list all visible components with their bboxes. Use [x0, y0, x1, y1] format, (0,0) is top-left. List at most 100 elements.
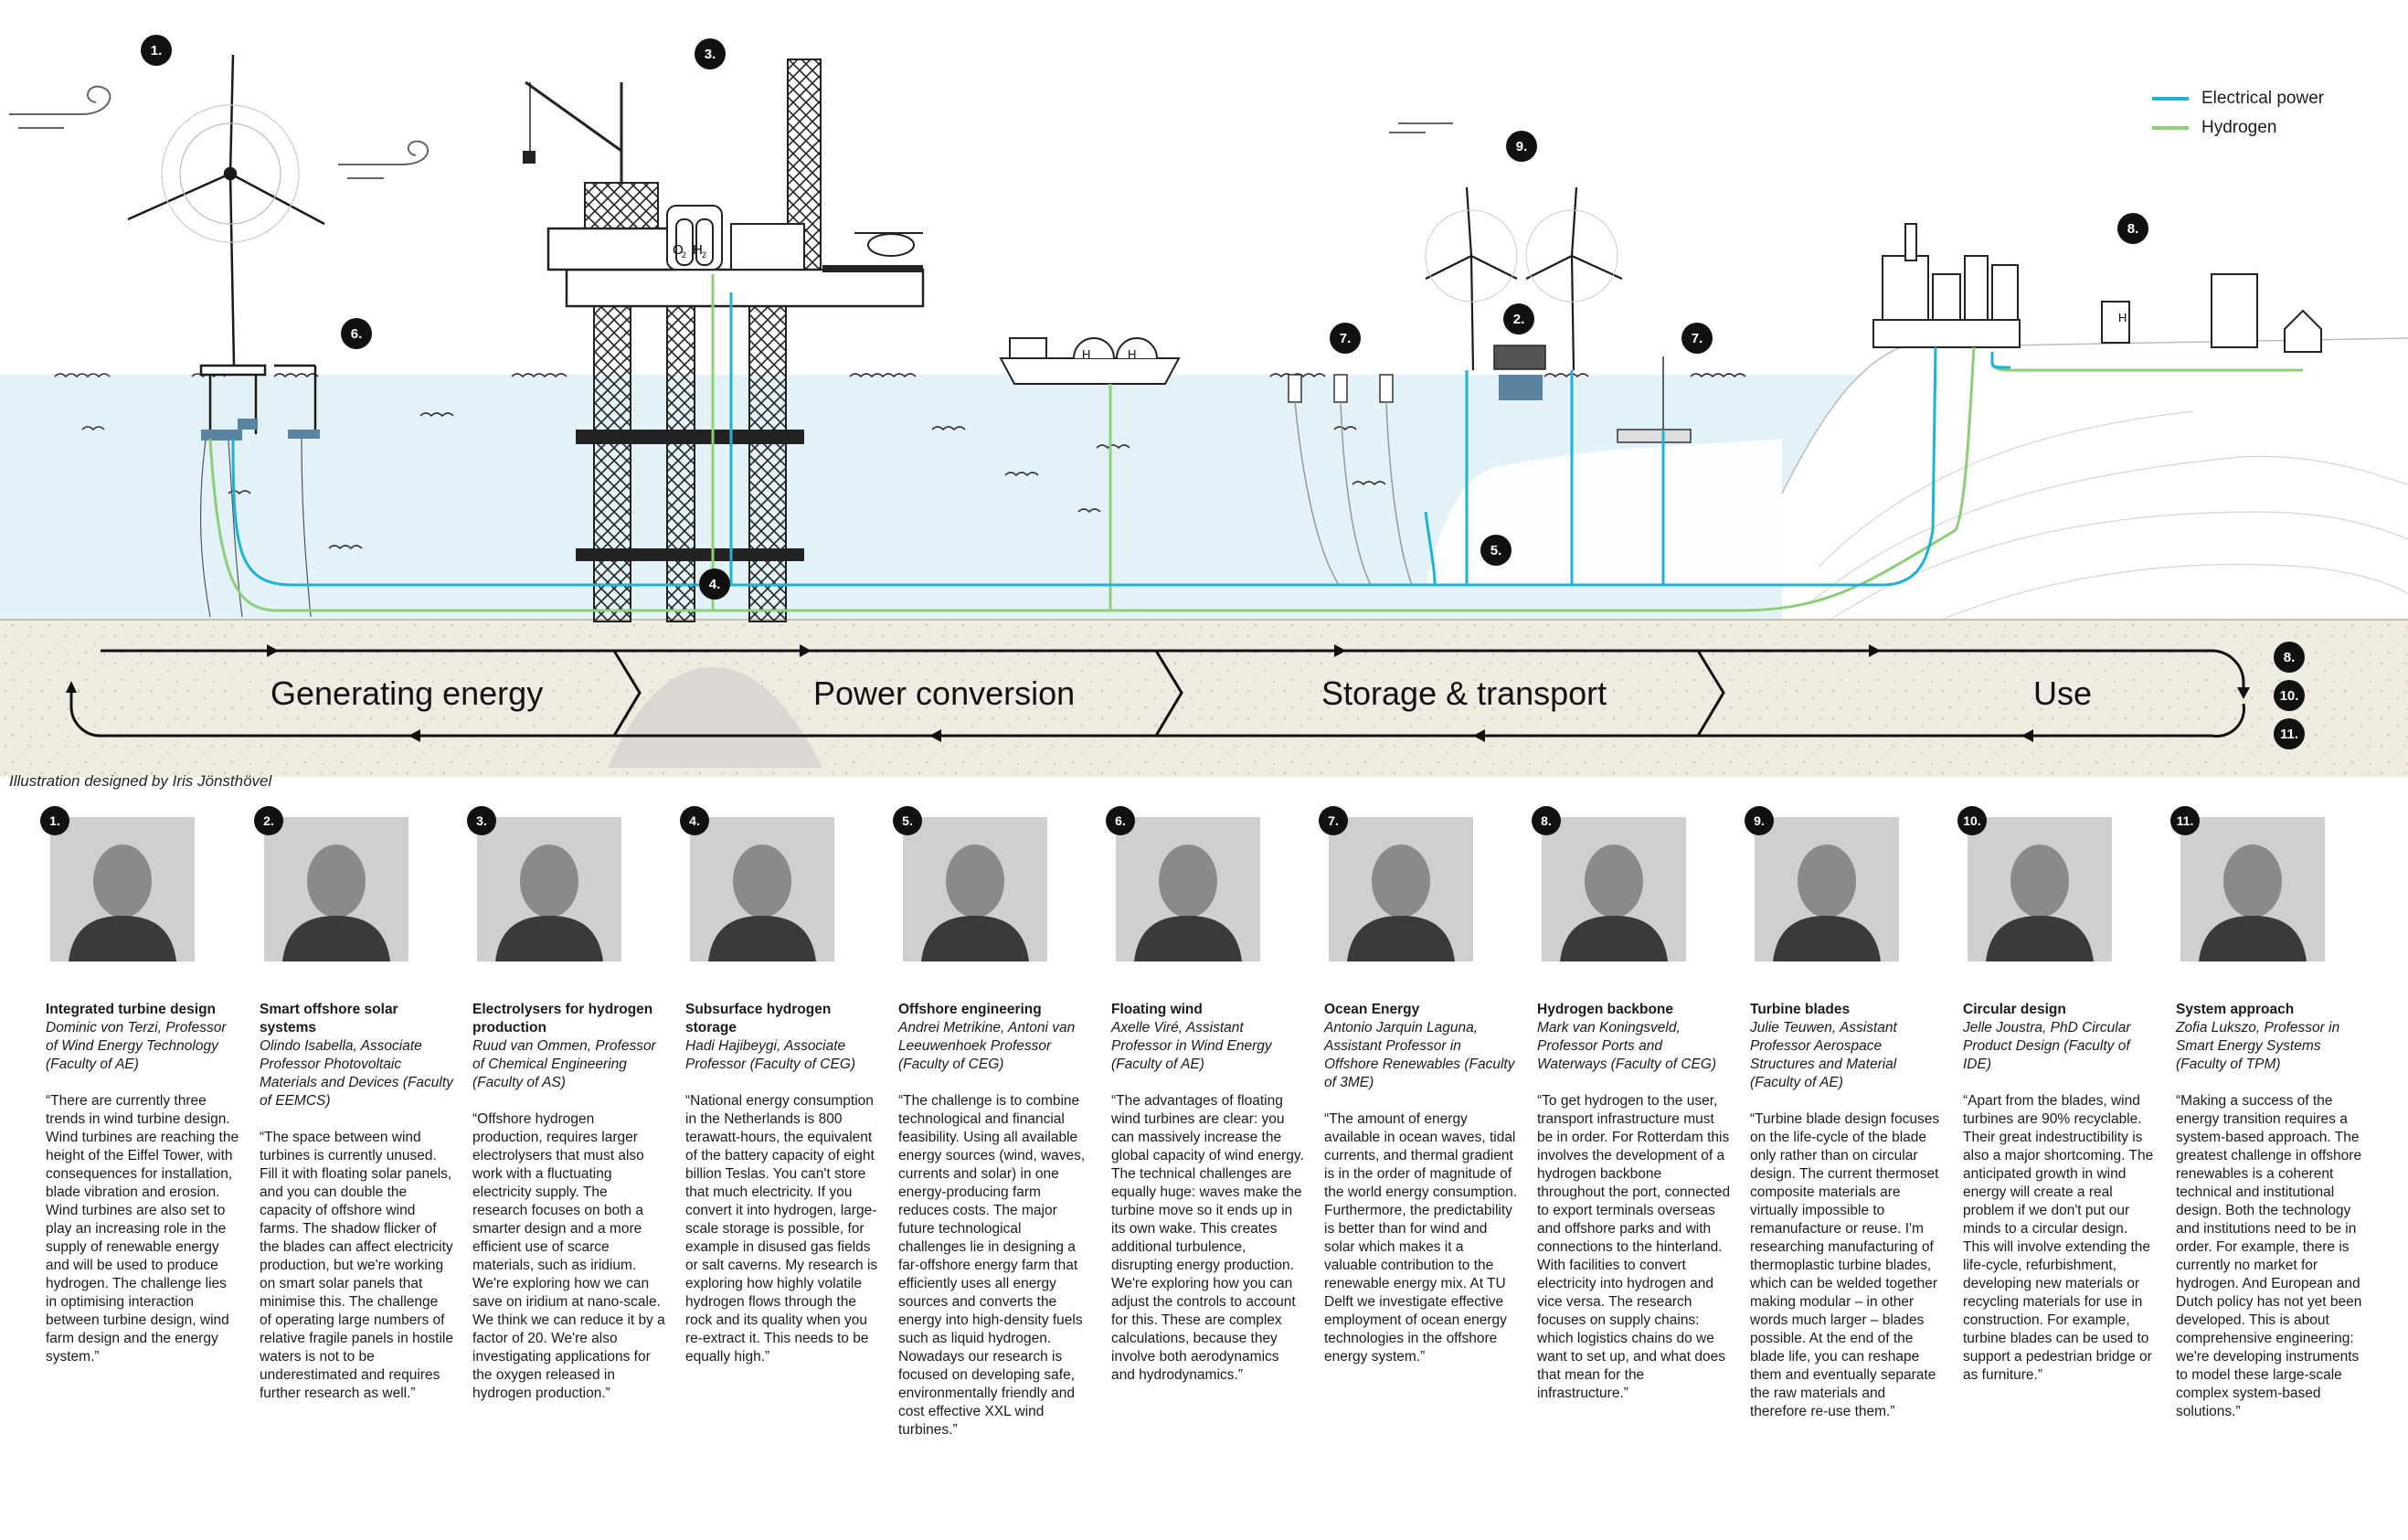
- researcher-number: 11.: [2170, 806, 2200, 835]
- researcher-number: 5.: [893, 806, 922, 835]
- researcher-quote: “The space between wind turbines is curr…: [260, 1130, 453, 1401]
- researcher-quote: “Turbine blade design focuses on the lif…: [1750, 1111, 1940, 1419]
- electrical-power-cable: [231, 292, 2011, 587]
- researcher-quote: “There are currently three trends in win…: [46, 1093, 239, 1365]
- marker-badge: 8.: [2117, 213, 2148, 244]
- researcher-number: 9.: [1745, 806, 1774, 835]
- researcher-number: 8.: [1532, 806, 1561, 835]
- researcher-quote: “Making a success of the energy transiti…: [2176, 1093, 2362, 1419]
- researcher-quote: “Apart from the blades, wind turbines ar…: [1963, 1093, 2154, 1383]
- marker-badge: 2.: [1503, 303, 1534, 335]
- research-topic: System approach: [2176, 1002, 2295, 1017]
- wind-turbine-icon: [127, 54, 325, 434]
- seabed-ground: [0, 620, 2408, 777]
- research-topic: Offshore engineering: [898, 1002, 1042, 1017]
- wind-turbine-icon: [1425, 186, 1623, 371]
- marker-badge: 1.: [141, 35, 172, 66]
- researcher-name: Axelle Viré, Assistant Professor in Wind…: [1111, 1020, 1272, 1072]
- marker-badge: 3.: [695, 38, 726, 69]
- researcher-number: 6.: [1106, 806, 1135, 835]
- process-loop: [69, 649, 2245, 738]
- legend: Electrical power Hydrogen: [2152, 84, 2324, 143]
- researcher-number: 4.: [680, 806, 709, 835]
- hydrogen-line-swatch: [2152, 126, 2189, 130]
- coastal-land: [1782, 338, 2408, 621]
- floating-foundation-icon: [201, 419, 320, 441]
- researcher-name: Olindo Isabella, Associate Professor Pho…: [260, 1038, 453, 1109]
- marker-badge: 9.: [1506, 131, 1537, 162]
- researcher-name: Ruud van Ommen, Professor of Chemical En…: [472, 1038, 656, 1090]
- pump-h2-label: H: [2118, 311, 2127, 324]
- legend-item-hydrogen: Hydrogen: [2152, 113, 2324, 143]
- svg-text:2: 2: [682, 250, 686, 260]
- offshore-platform-icon: [523, 58, 925, 622]
- portrait-photo: [1755, 817, 1899, 961]
- researcher-number: 1.: [40, 806, 69, 835]
- research-topic: Ocean Energy: [1324, 1002, 1420, 1017]
- energy-system-illustration: O 2 H 2 H H: [0, 54, 2408, 777]
- researcher-quote: “The amount of energy available in ocean…: [1324, 1111, 1518, 1365]
- research-topic: Smart offshore solar systems: [260, 1002, 398, 1036]
- portrait-photo: [1968, 817, 2112, 961]
- legend-label: Electrical power: [2201, 89, 2325, 108]
- researcher-name: Dominic von Terzi, Professor of Wind Ene…: [46, 1020, 227, 1072]
- hydrogen-tanker-ship-icon: [999, 337, 1181, 385]
- portrait-photo: [903, 817, 1047, 961]
- marker-badge: 7.: [1681, 323, 1713, 354]
- side-number-badge: 8.: [2274, 642, 2305, 673]
- researcher-name: Julie Teuwen, Assistant Professor Aerosp…: [1750, 1020, 1897, 1090]
- side-number-badge: 10.: [2274, 680, 2305, 711]
- portrait-photo: [1116, 817, 1260, 961]
- floating-solar-panel-icon: [1493, 345, 1546, 400]
- ocean-energy-device-icon: [1288, 356, 1692, 586]
- legend-label: Hydrogen: [2201, 118, 2277, 137]
- researcher-number: 2.: [254, 806, 283, 835]
- researcher-quote: “National energy consumption in the Neth…: [685, 1093, 878, 1365]
- researcher-quote: “Offshore hydrogen production, requires …: [472, 1111, 665, 1401]
- wind-swirl-icon: [9, 85, 1453, 179]
- marker-badge: 4.: [699, 568, 730, 600]
- researcher-name: Mark van Koningsveld, Professor Ports an…: [1537, 1020, 1717, 1072]
- researcher-name: Andrei Metrikine, Antoni van Leeuwenhoek…: [898, 1020, 1076, 1072]
- portrait-photo: [1329, 817, 1473, 961]
- research-topic: Integrated turbine design: [46, 1002, 217, 1017]
- portrait-photo: [50, 817, 195, 961]
- researcher-name: Antonio Jarquin Laguna, Assistant Profes…: [1324, 1020, 1515, 1090]
- illustration-credit: Illustration designed by Iris Jönsthövel: [9, 772, 272, 790]
- portrait-photo: [1542, 817, 1686, 961]
- marker-badge: 5.: [1480, 535, 1512, 566]
- legend-item-electrical: Electrical power: [2152, 84, 2324, 113]
- portrait-photo: [2180, 817, 2325, 961]
- h2-label: H: [693, 242, 703, 258]
- tank-h2-label: H: [1082, 347, 1090, 361]
- stage-label-conversion: Power conversion: [813, 674, 1076, 712]
- marker-badge: 7.: [1330, 323, 1361, 354]
- side-number-badge: 11.: [2274, 718, 2305, 749]
- researcher-quote: “The challenge is to combine technologic…: [898, 1093, 1086, 1438]
- industrial-port-icon: [1872, 223, 2322, 353]
- salt-cavern: [608, 667, 822, 768]
- researcher-quote: “The advantages of floating wind turbine…: [1111, 1093, 1304, 1383]
- researcher-quote: “To get hydrogen to the user, transport …: [1537, 1093, 1731, 1401]
- researcher-name: Hadi Hajibeygi, Associate Professor (Fac…: [685, 1038, 856, 1072]
- research-topic: Electrolysers for hydrogen production: [472, 1002, 653, 1036]
- research-topic: Subsurface hydrogen storage: [685, 1002, 832, 1036]
- researcher-name: Jelle Joustra, PhD Circular Product Desi…: [1963, 1020, 2131, 1072]
- research-topic: Circular design: [1963, 1002, 2066, 1017]
- research-topic: Floating wind: [1111, 1002, 1203, 1017]
- stage-label-storage: Storage & transport: [1321, 674, 1607, 712]
- research-topic: Turbine blades: [1750, 1002, 1851, 1017]
- portrait-photo: [477, 817, 621, 961]
- researcher-name: Zofia Lukszo, Professor in Smart Energy …: [2176, 1020, 2340, 1072]
- researcher-number: 10.: [1957, 806, 1987, 835]
- portrait-photo: [690, 817, 834, 961]
- tank-h2-label: H: [1128, 347, 1136, 361]
- svg-text:2: 2: [702, 250, 706, 260]
- marker-badge: 6.: [341, 318, 372, 349]
- researcher-number: 3.: [467, 806, 496, 835]
- research-topic: Hydrogen backbone: [1537, 1002, 1673, 1017]
- electrical-line-swatch: [2152, 97, 2189, 101]
- stage-label-use: Use: [2033, 674, 2093, 712]
- portrait-photo: [264, 817, 408, 961]
- researcher-number: 7.: [1319, 806, 1348, 835]
